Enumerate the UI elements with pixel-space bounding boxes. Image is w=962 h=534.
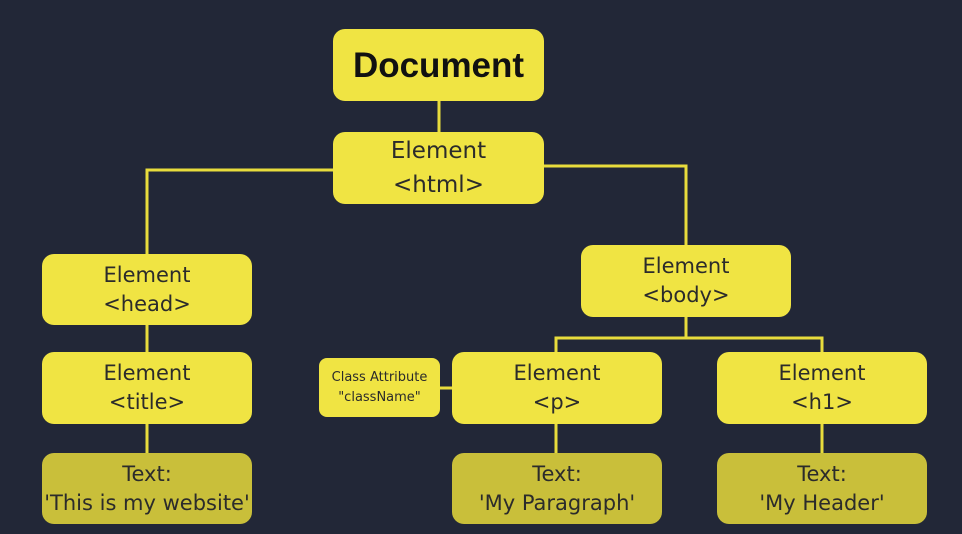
title-text-line1: Text: (122, 461, 172, 486)
body-line2: <body> (642, 283, 730, 307)
class-attr-line2: "className" (338, 389, 421, 405)
p-line2: <p> (532, 390, 582, 414)
html-element-node: Element <html> (333, 132, 544, 204)
title-line2: <title> (108, 390, 186, 414)
h1-text-line2: 'My Header' (759, 490, 885, 515)
h1-line1: Element (778, 361, 866, 385)
title-text-node: Text: 'This is my website' (42, 453, 252, 524)
connector-body-h1 (686, 336, 824, 353)
h1-element-node: Element <h1> (717, 352, 927, 424)
head-element-node: Element <head> (42, 254, 252, 325)
title-element-node: Element <title> (42, 352, 252, 424)
p-text-node: Text: 'My Paragraph' (452, 453, 662, 524)
document-node: Document (333, 29, 544, 101)
title-text-line2: 'This is my website' (44, 490, 250, 515)
h1-line2: <h1> (791, 390, 853, 414)
connector-body-children (554, 316, 688, 353)
connector-html-body (543, 164, 688, 246)
head-line1: Element (103, 262, 191, 287)
body-element-node: Element <body> (581, 245, 791, 317)
head-line2: <head> (103, 291, 191, 316)
p-text-line2: 'My Paragraph' (478, 490, 636, 515)
title-line1: Element (103, 361, 191, 385)
p-text-line1: Text: (532, 461, 582, 486)
h1-text-line1: Text: (797, 461, 847, 486)
html-line2: <html> (393, 172, 484, 198)
h1-text-node: Text: 'My Header' (717, 453, 927, 524)
class-attribute-node: Class Attribute "className" (319, 358, 440, 417)
html-line1: Element (390, 138, 487, 164)
p-line1: Element (513, 361, 601, 385)
connector-html-head (145, 168, 334, 255)
p-element-node: Element <p> (452, 352, 662, 424)
document-label: Document (352, 45, 525, 85)
body-line1: Element (642, 254, 730, 278)
class-attr-line1: Class Attribute (331, 369, 428, 385)
